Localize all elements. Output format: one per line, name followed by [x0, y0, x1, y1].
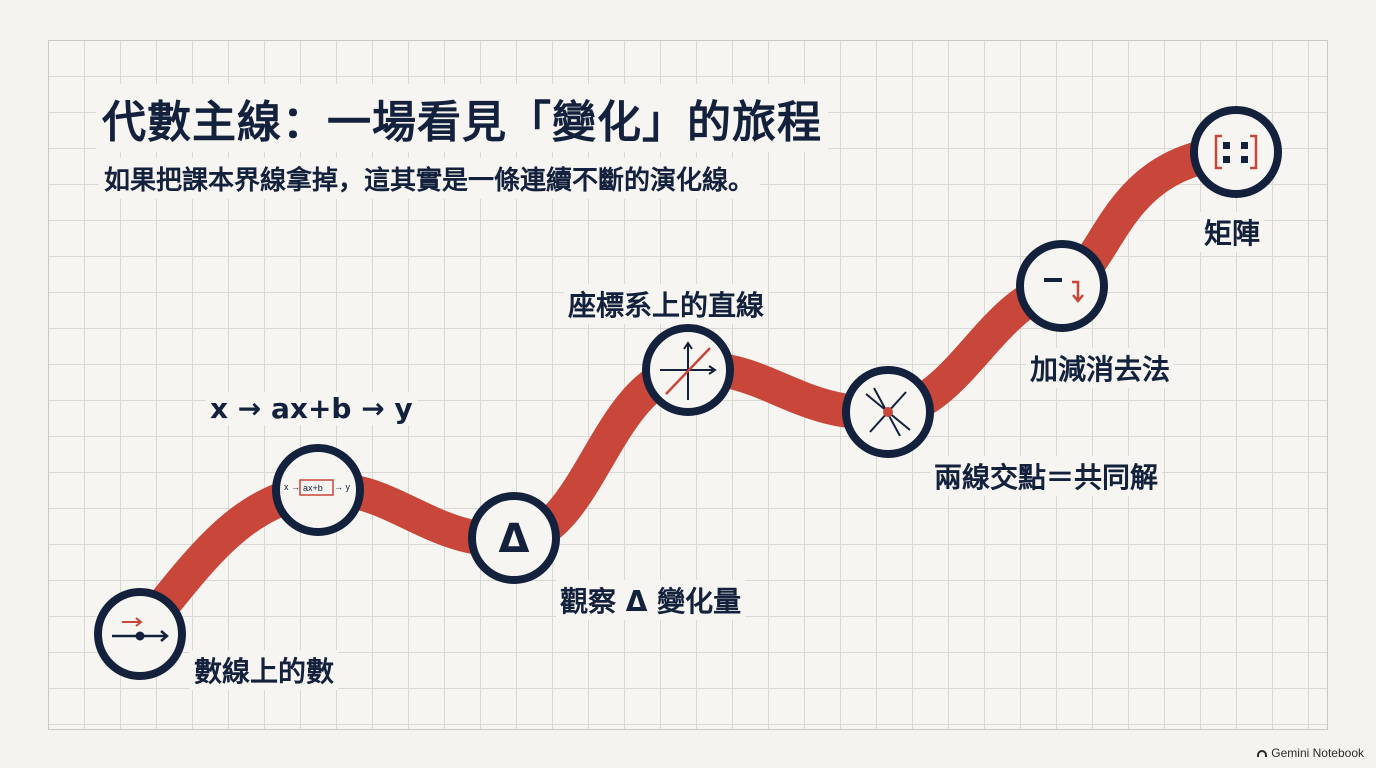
- milestone-label-elimination: 加減消去法: [1026, 348, 1175, 388]
- intersection-icon: [865, 387, 911, 437]
- milestone-node-number-line: [94, 588, 186, 680]
- milestone-label-matrix: 矩陣: [1200, 212, 1265, 252]
- number-line-arrow-icon: [112, 617, 169, 642]
- milestone-node-matrix: [1190, 106, 1282, 198]
- milestone-node-intersection: [842, 366, 934, 458]
- function-box-text: ax+b: [303, 483, 323, 493]
- milestone-label-coordinate: 座標系上的直線: [564, 284, 769, 324]
- notebook-icon: [1257, 749, 1268, 757]
- page-title: 代數主線：一場看見「變化」的旅程: [96, 84, 828, 152]
- milestone-node-elimination: [1016, 240, 1108, 332]
- milestone-node-coordinate: [642, 324, 734, 416]
- milestone-label-number-line: 數線上的數: [190, 650, 339, 690]
- milestone-node-function: x → ax+b → y: [272, 444, 364, 536]
- milestone-label-delta: 觀察 Δ 變化量: [556, 580, 746, 620]
- brand-watermark: Gemini Notebook: [1257, 746, 1364, 760]
- milestone-label-intersection: 兩線交點＝共同解: [930, 456, 1163, 496]
- page-subtitle: 如果把課本界線拿掉，這其實是一條連續不斷的演化線。: [98, 158, 761, 199]
- function-machine-icon: x → ax+b → y: [284, 479, 351, 496]
- function-output-text: → y: [334, 482, 351, 492]
- delta-icon: Δ: [499, 516, 530, 562]
- coordinate-line-icon: [660, 341, 717, 400]
- milestone-label-function: x → ax+b → y: [206, 392, 417, 425]
- elimination-icon: [1044, 278, 1084, 303]
- function-input-text: x →: [284, 482, 300, 492]
- brand-label: Gemini Notebook: [1271, 746, 1364, 760]
- milestone-node-delta: Δ: [468, 492, 560, 584]
- matrix-icon: [1214, 134, 1258, 170]
